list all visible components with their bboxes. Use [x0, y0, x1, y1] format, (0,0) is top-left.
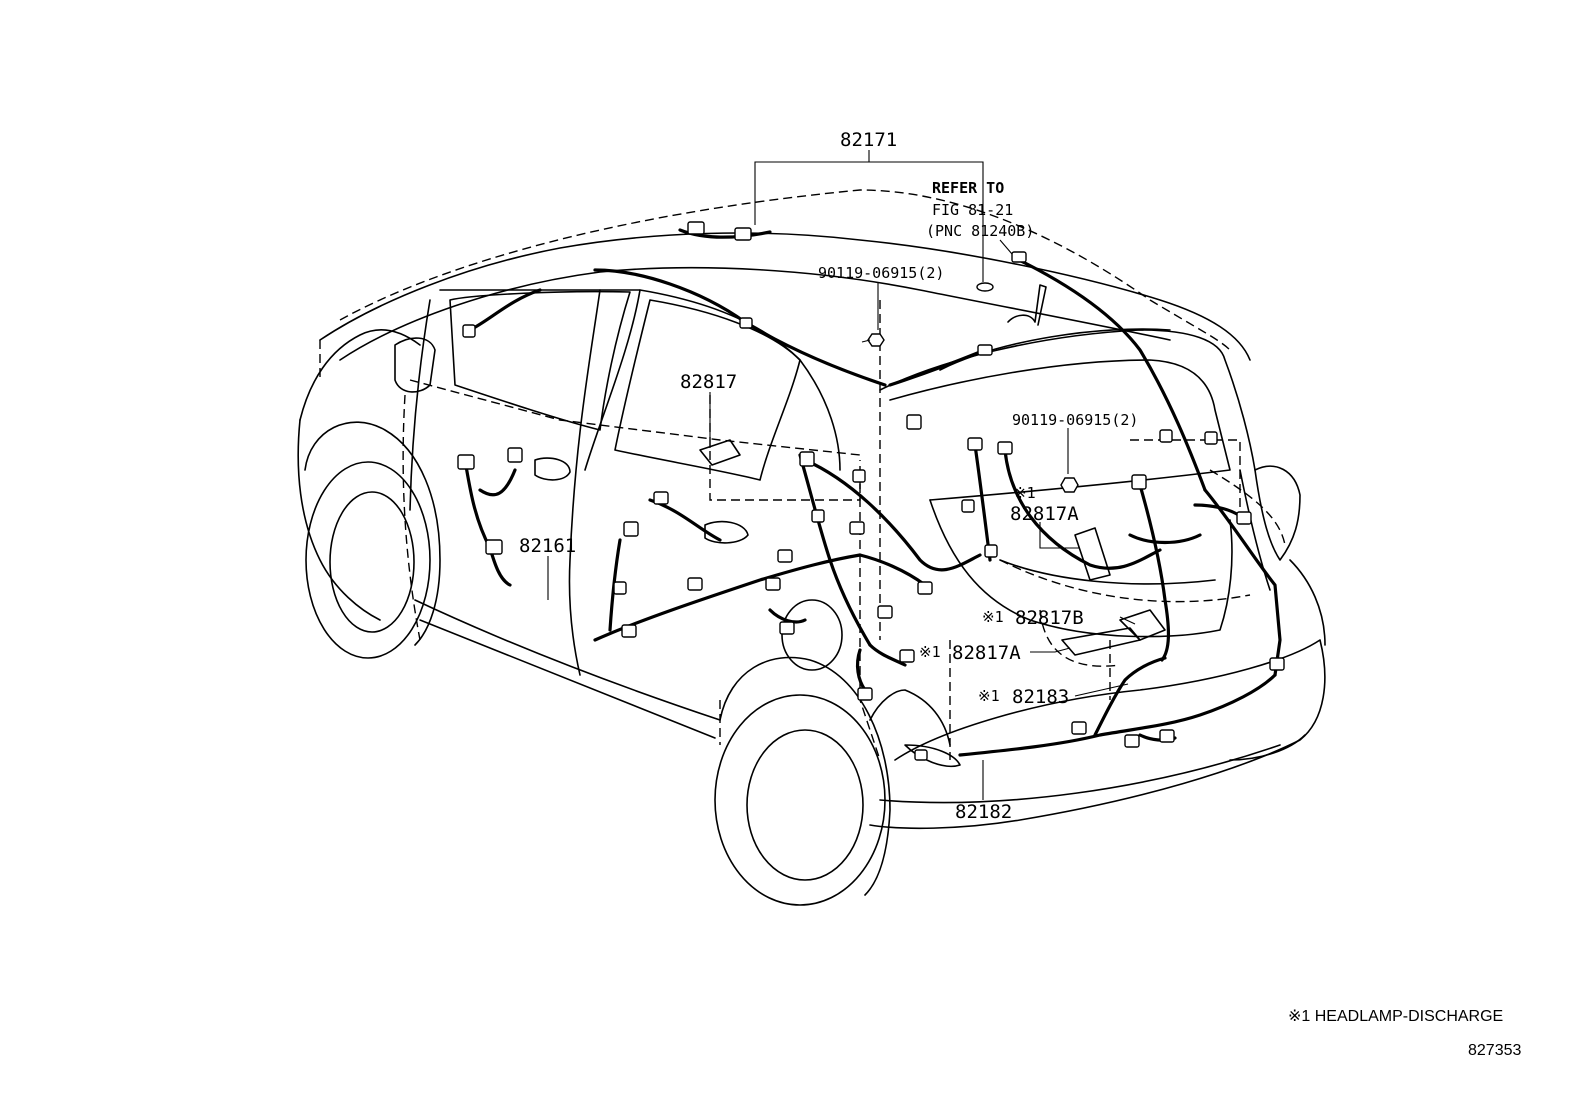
footer: ※1 HEADLAMP-DISCHARGE 827353	[1288, 1008, 1521, 1059]
car-body-outline	[297, 232, 1326, 906]
wire-harnesses	[463, 228, 1282, 757]
harness-82183	[1093, 656, 1167, 737]
refer-line-1: REFER TO	[932, 179, 1004, 197]
part-number-82817: 82817	[680, 371, 737, 393]
connectors	[457, 221, 1285, 761]
bolt-icon	[867, 333, 885, 347]
part-number-bolt-upper: 90119-06915(2)	[818, 264, 944, 282]
refer-line-2: FIG 81-21	[932, 201, 1013, 219]
part-number-82817A-upper: 82817A	[1010, 503, 1079, 525]
part-number-82183: 82183	[1012, 686, 1069, 708]
label-82817A-lower-plate	[1061, 627, 1141, 656]
footnote-headlamp-discharge: ※1 HEADLAMP-DISCHARGE	[1288, 1008, 1503, 1025]
mark-82183: ※1	[978, 687, 1000, 705]
label-82817-plate	[699, 439, 741, 466]
part-labels: 82171 REFER TO FIG 81-21 (PNC 81240B) 90…	[519, 129, 1138, 823]
mark-82817A-upper: ※1	[1014, 484, 1036, 502]
part-number-82171: 82171	[840, 129, 897, 151]
part-number-82182: 82182	[955, 801, 1012, 823]
harness-82161	[463, 458, 512, 587]
part-number-82817A-lower: 82817A	[952, 642, 1021, 664]
part-number-82161: 82161	[519, 535, 576, 557]
refer-line-3: (PNC 81240B)	[926, 222, 1034, 240]
figure-id: 827353	[1468, 1042, 1521, 1059]
label-82817A-upper-plate	[1074, 527, 1111, 581]
harness-82182	[958, 673, 1277, 757]
leader-lines	[547, 150, 1136, 800]
label-82817B-plate	[1119, 609, 1166, 641]
antenna-icon	[1007, 284, 1047, 326]
part-number-82817B: 82817B	[1015, 607, 1084, 629]
mark-82817A-lower: ※1	[919, 643, 941, 661]
mark-82817B: ※1	[982, 608, 1004, 626]
part-number-bolt-right: 90119-06915(2)	[1012, 411, 1138, 429]
bolt-icon	[1060, 477, 1079, 493]
